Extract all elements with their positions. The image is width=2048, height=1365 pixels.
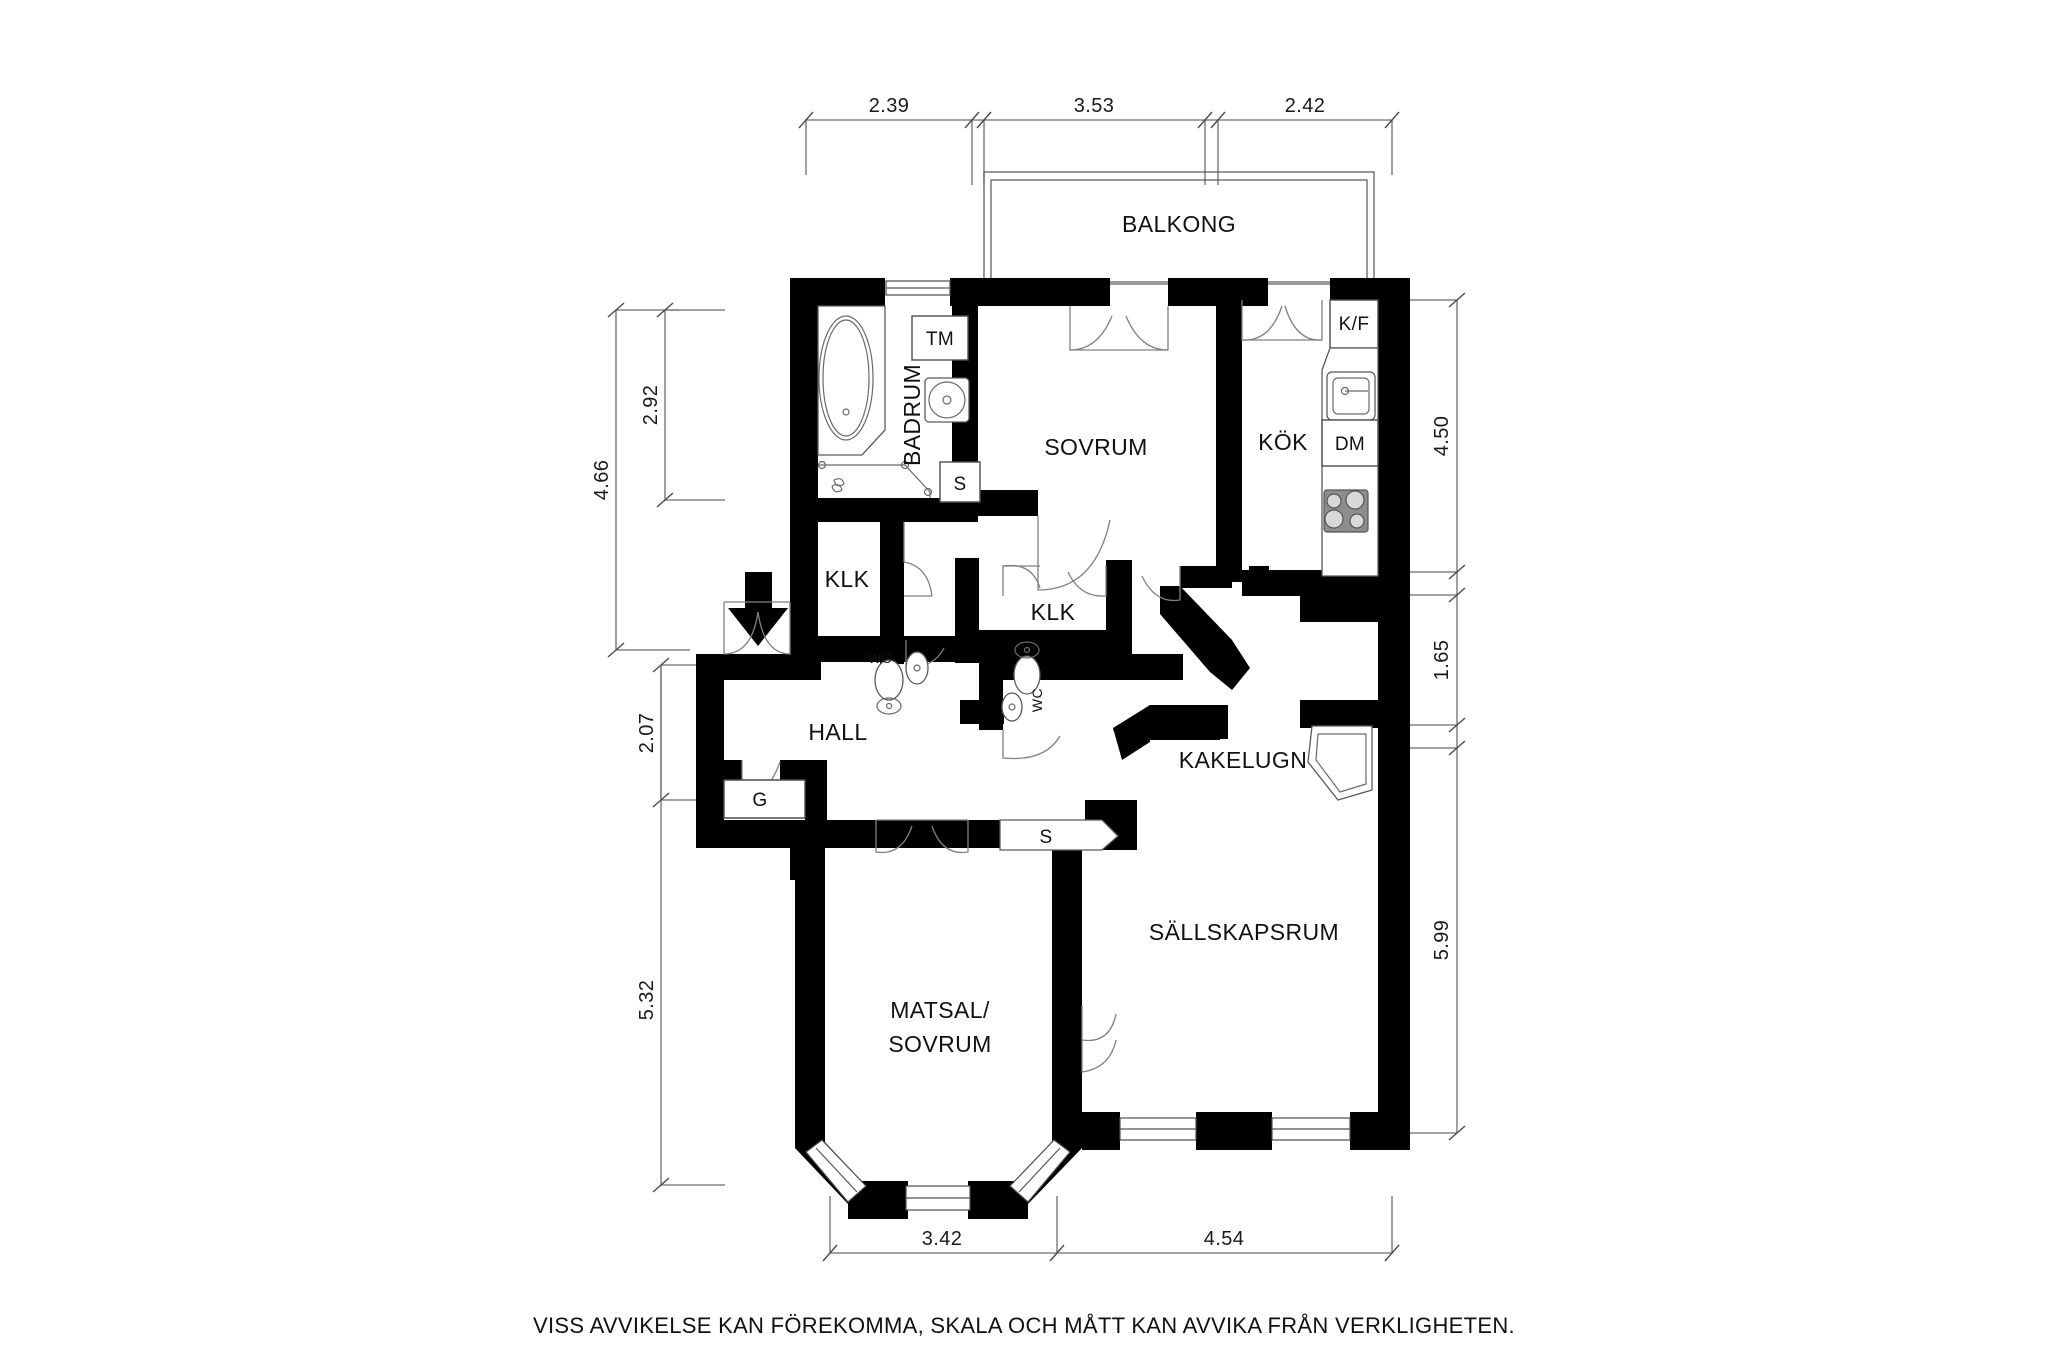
fixture-label-s-badrum: S	[953, 474, 966, 495]
dimension-left-inner-2: 2.07	[636, 713, 658, 754]
g-closet	[723, 760, 806, 819]
entrance-arrow-icon	[728, 572, 788, 646]
fixture-label-s-hall: S	[1039, 827, 1052, 848]
room-label-balkong: BALKONG	[1122, 211, 1236, 237]
badrum-fixtures	[817, 280, 981, 503]
wc-right-fixtures	[1001, 641, 1061, 760]
fixture-label-kf: K/F	[1339, 314, 1370, 335]
room-label-sallskapsrum: SÄLLSKAPSRUM	[1149, 919, 1339, 945]
room-label-hall: HALL	[808, 719, 867, 745]
kok-fixtures	[1241, 299, 1379, 577]
wc-left-fixtures	[874, 651, 929, 715]
sovrum-doors	[1037, 306, 1181, 602]
dimension-right-2: 1.65	[1431, 640, 1453, 681]
kakelugn-shape	[1307, 725, 1373, 801]
room-label-klk-left: KLK	[825, 566, 870, 592]
room-label-kakelugn: KAKELUGN	[1179, 747, 1307, 773]
room-label-matsal-line1: MATSAL/	[890, 997, 990, 1023]
room-label-kok: KÖK	[1258, 429, 1308, 455]
dimension-right-3: 5.99	[1431, 920, 1453, 961]
fixture-label-dm: DM	[1335, 434, 1365, 455]
entrance-doors	[723, 601, 791, 655]
disclaimer-caption: VISS AVVIKELSE KAN FÖREKOMMA, SKALA OCH …	[533, 1313, 1515, 1338]
dimension-left-outer-2: 5.32	[636, 980, 658, 1021]
room-label-badrum: BADRUM	[899, 364, 925, 466]
dimension-right-1: 4.50	[1431, 416, 1453, 457]
dimension-left-outer-1: 4.66	[591, 460, 613, 501]
fixture-label-wc-right: WC	[1029, 688, 1045, 712]
fixture-label-tm: TM	[926, 329, 954, 350]
dimension-top-3: 2.42	[1285, 95, 1326, 117]
top-dimension-chain: 2.39 3.53 2.42	[798, 95, 1400, 185]
dimension-bottom-1: 3.42	[922, 1228, 963, 1250]
room-label-sovrum: SOVRUM	[1044, 434, 1147, 460]
dimension-top-2: 3.53	[1074, 95, 1115, 117]
bottom-dimension-chain: 3.42 4.54	[822, 1196, 1400, 1262]
left-inner-dimension-chain: 2.92 2.07	[636, 302, 725, 808]
sallskapsrum-matsal-door	[1081, 1006, 1117, 1073]
dimension-top-1: 2.39	[869, 95, 910, 117]
hall-dining-doors	[875, 819, 969, 854]
dimension-bottom-2: 4.54	[1204, 1228, 1245, 1250]
room-label-klk-right: KLK	[1031, 599, 1076, 625]
room-label-matsal-line2: SOVRUM	[888, 1031, 991, 1057]
bay-windows	[805, 1139, 1071, 1211]
klk-right-doors	[1002, 564, 1107, 597]
s-closet-hall	[999, 819, 1119, 851]
dimension-left-inner-1: 2.92	[640, 385, 662, 426]
fixture-label-g-hall: G	[752, 790, 767, 811]
fixture-label-wc-left: WC	[868, 650, 892, 666]
sallskapsrum-windows	[1119, 1117, 1351, 1141]
